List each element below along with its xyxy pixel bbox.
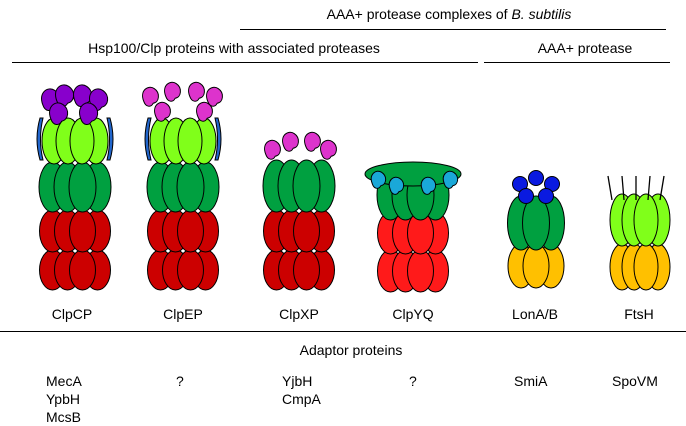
complex-clpyq	[364, 161, 462, 293]
atpase-subunit	[69, 117, 95, 165]
adaptor-item: ?	[409, 373, 417, 389]
group-rule-aaa	[484, 62, 670, 63]
adaptor-heading: Adaptor proteins	[299, 342, 403, 358]
atpase-subunit	[176, 161, 205, 213]
membrane-anchor-line	[647, 175, 651, 201]
adaptor-blob	[370, 170, 387, 189]
adaptor-list-clpyq: ?	[409, 372, 417, 390]
adaptor-item: McsB	[46, 409, 81, 425]
atpase-subunit	[177, 117, 203, 165]
complex-label-clpcp: ClpCP	[51, 306, 93, 322]
protease-subunit	[69, 249, 96, 291]
adaptor-blob	[196, 101, 213, 122]
adaptor-blob	[188, 81, 205, 102]
adaptor-blob	[304, 131, 321, 152]
diagram-title: AAA+ protease complexes of B. subtilis	[327, 6, 572, 22]
clamp-arm-shape	[144, 117, 152, 161]
protease-subunit	[407, 249, 434, 293]
group-rule-hsp100	[12, 62, 478, 63]
adaptor-item: CmpA	[282, 391, 321, 407]
adaptor-blob	[388, 176, 405, 195]
complex-label-clpep: ClpEP	[163, 306, 203, 322]
adaptor-list-clpcp: MecA YpbH McsB	[46, 372, 82, 426]
complex-clpxp	[262, 131, 337, 291]
title-prefix: AAA+ protease complexes of	[326, 6, 512, 22]
atpase-subunit	[633, 193, 659, 247]
adaptor-item: SpoVM	[612, 373, 658, 389]
protease-subunit	[293, 209, 320, 253]
complex-ftsh	[607, 175, 671, 291]
adaptor-blob	[206, 86, 223, 107]
adaptor-bead	[518, 188, 534, 204]
adaptor-blob	[442, 170, 459, 189]
adaptor-item: SmiA	[514, 373, 548, 389]
atpase-subunit	[68, 161, 97, 213]
title-rule	[240, 29, 666, 30]
adaptor-blob	[320, 139, 337, 160]
atpase-subunit	[292, 159, 321, 213]
protease-subunit	[177, 209, 204, 253]
protease-subunit	[177, 249, 204, 291]
atpase-cap	[364, 161, 462, 187]
adaptor-blob	[79, 102, 99, 125]
complex-label-clpxp: ClpXP	[279, 306, 319, 322]
protease-subunit	[522, 243, 550, 289]
adaptor-blob	[154, 101, 171, 122]
group-heading-aaa: AAA+ protease	[537, 40, 633, 56]
adaptor-list-lonab: SmiA	[514, 372, 547, 390]
title-species: B. subtilis	[511, 6, 572, 22]
adaptor-item: YjbH	[282, 373, 313, 389]
adaptor-rule	[0, 331, 686, 332]
clamp-arm-shape	[106, 117, 114, 161]
membrane-anchor-line	[607, 175, 613, 201]
complex-clpcp	[36, 84, 114, 291]
complex-lonab	[507, 170, 565, 289]
adaptor-bead	[528, 170, 544, 186]
adaptor-list-clpep: ?	[176, 372, 184, 390]
adaptor-bead	[538, 188, 554, 204]
membrane-anchor-line	[621, 175, 625, 201]
adaptor-list-ftsh: SpoVM	[612, 372, 658, 390]
adaptor-blob	[420, 176, 437, 195]
adaptor-blob	[282, 131, 299, 152]
adaptor-item: ?	[176, 373, 184, 389]
adaptor-blob	[142, 86, 159, 107]
complex-label-clpyq: ClpYQ	[392, 306, 434, 322]
membrane-anchor-line	[659, 175, 665, 201]
complex-label-lonab: LonA/B	[512, 306, 558, 322]
adaptor-blob	[164, 81, 181, 102]
atpase-subunit	[522, 195, 550, 251]
protease-subunit	[633, 243, 659, 291]
group-heading-hsp100: Hsp100/Clp proteins with associated prot…	[88, 40, 380, 56]
protease-subunit	[69, 209, 96, 253]
adaptor-list-clpxp: YjbH CmpA	[282, 372, 321, 408]
protease-subunit	[293, 249, 320, 291]
clamp-arm-shape	[36, 117, 44, 161]
clamp-arm-shape	[214, 117, 222, 161]
adaptor-item: MecA	[46, 373, 82, 389]
adaptor-blob	[49, 102, 69, 125]
adaptor-item: YpbH	[46, 391, 80, 407]
complex-clpep	[142, 81, 223, 291]
adaptor-blob	[264, 139, 281, 160]
complex-label-ftsh: FtsH	[624, 306, 654, 322]
